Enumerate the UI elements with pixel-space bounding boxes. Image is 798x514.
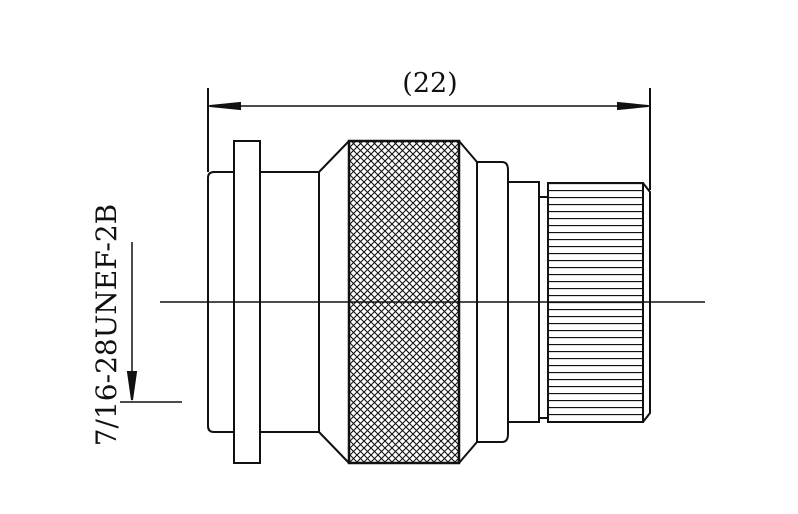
dimension-label: (22)	[402, 68, 457, 99]
dimension-line	[207, 88, 651, 190]
arrow-left-icon	[209, 101, 241, 111]
arrow-down-icon	[126, 371, 138, 401]
front-chamfer	[458, 140, 478, 464]
thread-callout-label: 7/16-28UNEF-2B	[90, 204, 123, 447]
front-ring	[476, 161, 509, 443]
arrow-right-icon	[617, 101, 649, 111]
thread-leader	[120, 242, 182, 403]
neck	[538, 196, 549, 419]
